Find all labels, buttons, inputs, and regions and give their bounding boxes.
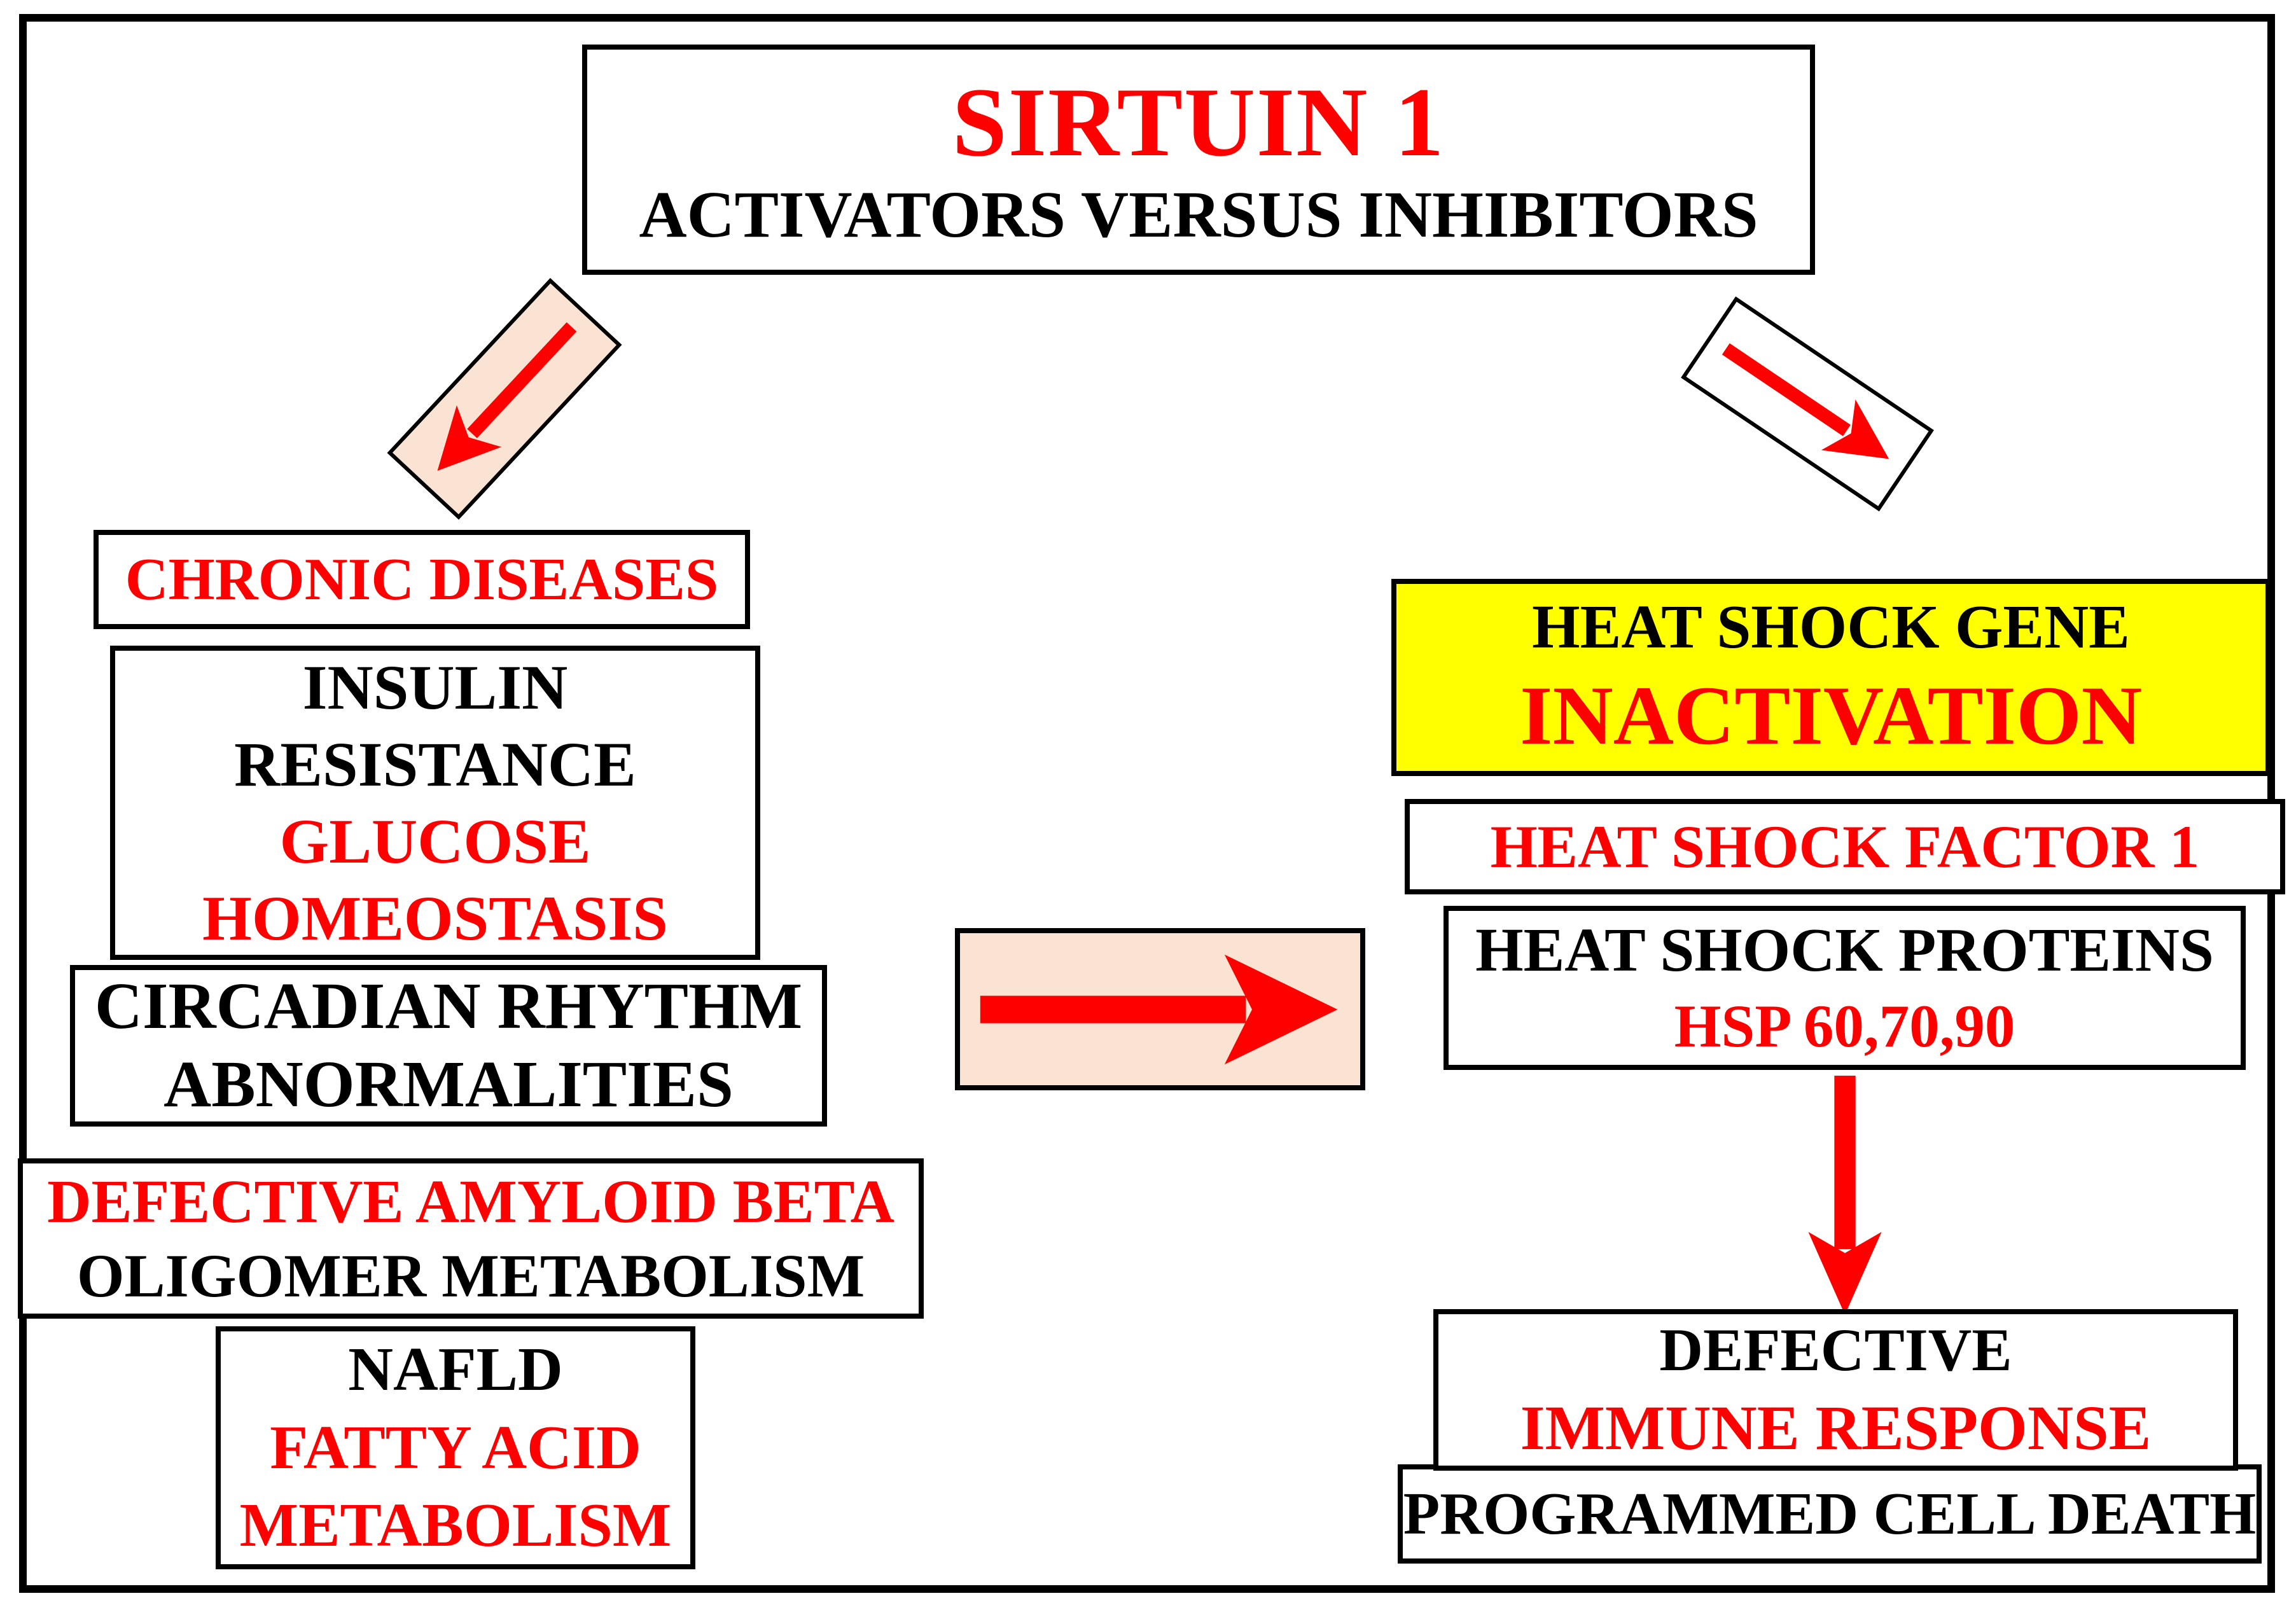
box-line: CIRCADIAN RHYTHM [94, 969, 803, 1043]
arrow-down-left-icon [437, 322, 577, 471]
circadian-rhythm-box: CIRCADIAN RHYTHM ABNORMALITIES [70, 965, 827, 1127]
heat-shock-factor-box: HEAT SHOCK FACTOR 1 [1405, 799, 2285, 894]
middle-arrow-box [955, 928, 1365, 1090]
box-line: PROGRAMMED CELL DEATH [1403, 1480, 2257, 1547]
box-line: OLIGOMER METABOLISM [76, 1242, 865, 1310]
arrow-down-right-icon [1722, 343, 1889, 459]
box-line: HEAT SHOCK GENE [1532, 593, 2130, 662]
box-line: HEAT SHOCK PROTEINS [1475, 916, 2214, 984]
box-line: INSULIN [302, 652, 568, 723]
box-line: DEFECTIVE [1659, 1316, 2012, 1384]
amyloid-beta-box: DEFECTIVE AMYLOID BETA OLIGOMER METABOLI… [18, 1158, 924, 1319]
box-line: HOMEOSTASIS [202, 883, 668, 954]
heat-shock-gene-box: HEAT SHOCK GENE INACTIVATION [1391, 579, 2271, 776]
box-line: FATTY ACID [270, 1413, 641, 1482]
cascade-arrow [1804, 1074, 1886, 1319]
inhibitors-branch-arrow-box [1681, 296, 1934, 511]
page-subtitle: ACTIVATORS VERSUS INHIBITORS [639, 177, 1758, 251]
title-box: SIRTUIN 1 ACTIVATORS VERSUS INHIBITORS [582, 45, 1815, 275]
box-line: HEAT SHOCK FACTOR 1 [1490, 813, 2200, 880]
box-line: CHRONIC DISEASES [125, 546, 719, 613]
box-line: GLUCOSE [279, 806, 591, 877]
arrow-right-icon [980, 954, 1337, 1064]
heat-shock-proteins-box: HEAT SHOCK PROTEINS HSP 60,70,90 [1444, 906, 2246, 1070]
box-line: DEFECTIVE AMYLOID BETA [47, 1167, 894, 1235]
activators-branch-arrow-box [387, 277, 622, 520]
box-line: HSP 60,70,90 [1674, 992, 2015, 1060]
nafld-box: NAFLD FATTY ACID METABOLISM [216, 1326, 695, 1569]
box-line: IMMUNE RESPONSE [1520, 1392, 2152, 1463]
immune-response-box: DEFECTIVE IMMUNE RESPONSE [1433, 1309, 2238, 1471]
arrow-down-icon [1808, 1076, 1882, 1315]
box-line: NAFLD [348, 1335, 563, 1405]
programmed-cell-death-box: PROGRAMMED CELL DEATH [1398, 1464, 2262, 1564]
box-line: ABNORMALITIES [164, 1048, 734, 1121]
box-line: INACTIVATION [1519, 669, 2142, 763]
chronic-diseases-box: CHRONIC DISEASES [94, 530, 750, 629]
page-title: SIRTUIN 1 [952, 67, 1445, 177]
box-line: METABOLISM [239, 1491, 672, 1560]
insulin-glucose-box: INSULIN RESISTANCE GLUCOSE HOMEOSTASIS [110, 646, 760, 960]
box-line: RESISTANCE [234, 729, 636, 800]
